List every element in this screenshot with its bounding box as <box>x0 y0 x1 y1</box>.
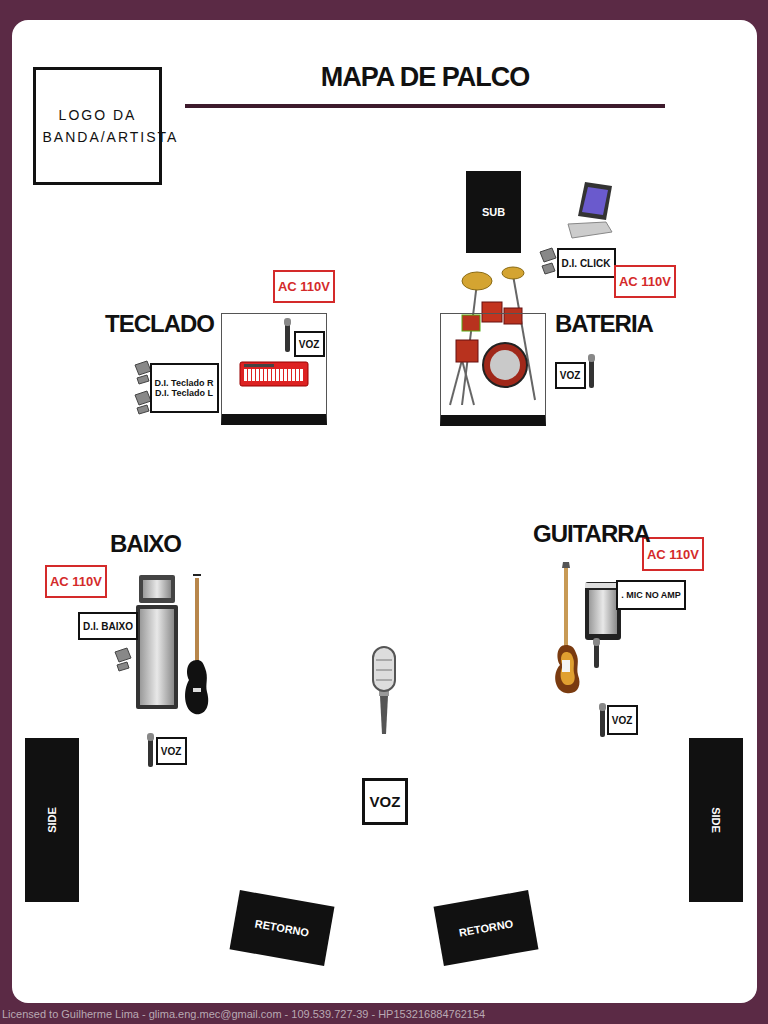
electric-guitar-icon <box>555 562 579 693</box>
node-text: . MIC NO AMP <box>621 590 681 600</box>
di-label: D.I. Teclado RD.I. Teclado L <box>150 363 219 413</box>
page-title: MAPA DE PALCO <box>185 62 665 93</box>
mic-label: . MIC NO AMP <box>616 580 686 610</box>
vocal-label: VOZ <box>555 362 586 389</box>
node-text: VOZ <box>299 339 320 350</box>
bass-guitar-icon <box>185 574 208 714</box>
keyboard-riser: TECLADOVOZ <box>221 313 327 425</box>
node-text: AC 110V <box>619 274 671 289</box>
node-text: SIDE <box>710 807 722 833</box>
side-fill: SIDE <box>689 738 743 902</box>
title-rule <box>185 104 665 108</box>
section-label: BAIXO <box>110 530 181 558</box>
node-text: RETORNO <box>458 917 514 938</box>
di-label: D.I. BAIXO <box>78 612 138 640</box>
sub-speaker: SUB <box>466 171 521 253</box>
monitor-wedge: RETORNO <box>230 890 335 966</box>
drum-riser: BATERIA <box>440 313 546 426</box>
power-label: AC 110V <box>642 537 704 571</box>
laptop-icon <box>568 182 612 238</box>
node-text: D.I. CLICK <box>562 258 611 269</box>
vocal-label: VOZ <box>362 778 408 825</box>
node-text: SUB <box>482 206 505 218</box>
power-label: AC 110V <box>273 270 335 303</box>
node-text: AC 110V <box>278 279 330 294</box>
node-text: AC 110V <box>50 574 102 589</box>
node-text: SIDE <box>46 807 58 833</box>
monitor-wedge: RETORNO <box>434 890 539 966</box>
area-heading: BATERIA <box>555 310 653 338</box>
drum-kit-icon <box>450 267 535 405</box>
power-label: AC 110V <box>45 565 107 598</box>
di-label: D.I. CLICK <box>557 248 616 278</box>
bass-amp-icon <box>136 575 178 709</box>
node-text: VOZ <box>612 715 633 726</box>
node-text: VOZ <box>370 793 401 810</box>
power-label: AC 110V <box>614 265 676 298</box>
license-watermark: Licensed to Guilherme Lima - glima.eng.m… <box>2 1008 485 1020</box>
node-text: D.I. Teclado R <box>155 378 214 388</box>
area-heading: TECLADO <box>105 310 214 338</box>
logo-box: LOGO DA BANDA/ARTISTA <box>33 67 162 185</box>
section-label: GUITARRA <box>533 520 650 548</box>
vocal-label: VOZ <box>607 705 638 735</box>
keyboard-icon <box>240 362 308 386</box>
node-text: VOZ <box>560 370 581 381</box>
node-text: VOZ <box>161 746 182 757</box>
side-fill: SIDE <box>25 738 79 902</box>
node-text: D.I. BAIXO <box>83 621 133 632</box>
node-text: LOGO DA BANDA/ARTISTA <box>43 104 153 149</box>
vocal-mic-icon <box>373 647 395 734</box>
node-text: D.I. Teclado L <box>155 388 213 398</box>
vocal-label: VOZ <box>156 737 187 765</box>
vocal-label: VOZ <box>294 331 325 357</box>
node-text: AC 110V <box>647 547 699 562</box>
node-text: RETORNO <box>254 917 310 938</box>
